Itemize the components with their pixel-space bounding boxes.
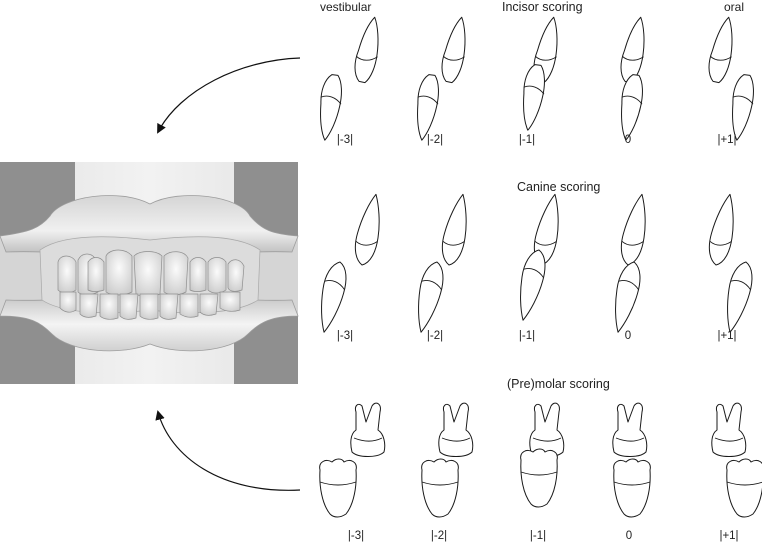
- upper-canine-tooth: [354, 193, 380, 266]
- score-label: |-2|: [426, 330, 444, 342]
- score-label: |-1|: [518, 134, 536, 146]
- score-label: |-3|: [336, 134, 354, 146]
- score-label: 0: [624, 134, 632, 146]
- lower-molar-tooth: [421, 458, 459, 518]
- upper-molar-tooth: [350, 402, 386, 457]
- lower-canine-tooth: [615, 261, 641, 333]
- oral-label: oral: [724, 0, 745, 14]
- upper-incisor-tooth: [708, 16, 733, 84]
- score-label: |+1|: [717, 330, 737, 342]
- lower-incisor-tooth: [320, 74, 342, 141]
- vestibular-label: vestibular: [320, 0, 372, 14]
- score-label: |-1|: [529, 530, 547, 542]
- lower-canine-tooth: [727, 261, 753, 333]
- incisor-section-title: Incisor scoring: [502, 0, 583, 14]
- lower-incisor-tooth: [621, 74, 643, 141]
- upper-canine-tooth: [620, 193, 646, 266]
- molar-section-title: (Pre)molar scoring: [507, 377, 610, 391]
- upper-molar-tooth: [529, 402, 565, 457]
- upper-molar-tooth: [612, 402, 648, 457]
- lower-incisor-tooth: [417, 74, 439, 141]
- upper-canine-tooth: [708, 193, 734, 266]
- canine-section-title: Canine scoring: [517, 180, 601, 194]
- score-label: |-2|: [430, 530, 448, 542]
- score-label: 0: [624, 330, 632, 342]
- lower-molar-tooth: [319, 458, 357, 518]
- score-label: |-2|: [426, 134, 444, 146]
- upper-molar-tooth: [438, 402, 474, 457]
- upper-incisor-tooth: [441, 16, 466, 84]
- lower-molar-tooth: [520, 448, 558, 508]
- upper-canine-tooth: [441, 193, 467, 266]
- lower-incisor-tooth: [732, 74, 754, 141]
- lower-canine-tooth: [520, 249, 546, 321]
- score-label: |+1|: [717, 134, 737, 146]
- lower-molar-tooth: [726, 458, 762, 518]
- upper-incisor-tooth: [620, 16, 645, 84]
- arrow-molar-to-model: [155, 410, 301, 491]
- lower-canine-tooth: [418, 261, 444, 333]
- arrow-incisor-to-model: [157, 57, 301, 134]
- upper-molar-tooth: [711, 402, 747, 457]
- score-label: 0: [625, 530, 633, 542]
- score-label: |-1|: [518, 330, 536, 342]
- lower-molar-tooth: [613, 458, 651, 518]
- upper-incisor-tooth: [354, 16, 379, 84]
- lower-canine-tooth: [321, 261, 347, 333]
- upper-canine-tooth: [533, 193, 559, 266]
- lower-incisor-tooth: [523, 64, 545, 131]
- score-label: |-3|: [347, 530, 365, 542]
- score-label: |+1|: [719, 530, 739, 542]
- score-label: |-3|: [336, 330, 354, 342]
